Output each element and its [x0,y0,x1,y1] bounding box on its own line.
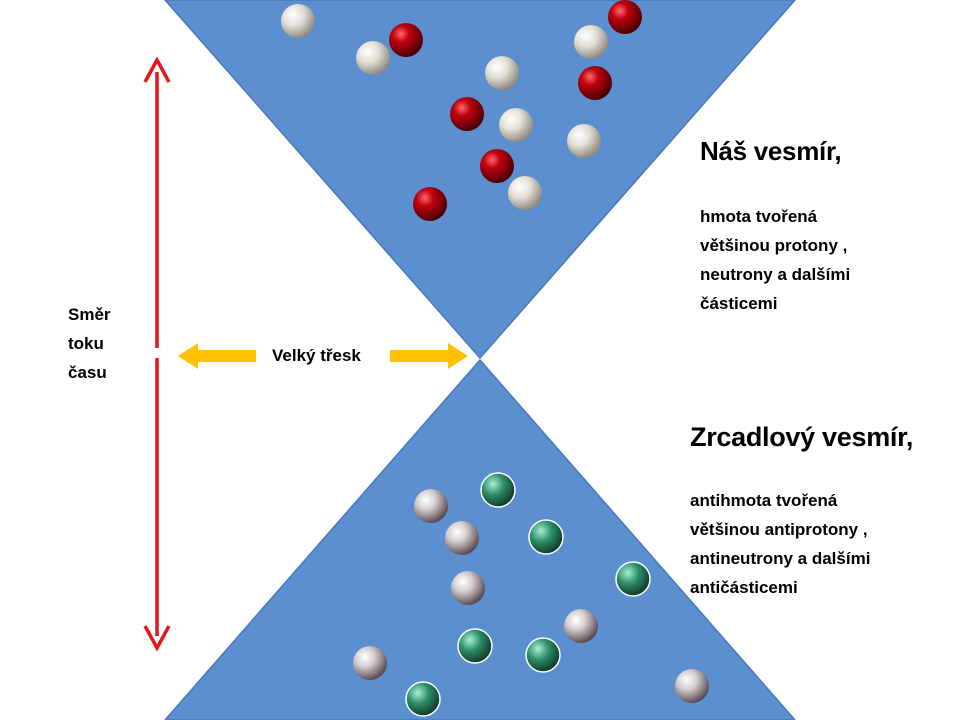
mirror-universe-description-line: antineutrony a dalšími [690,549,871,568]
antiproton-particle [675,669,709,703]
antiproton-particle [414,489,448,523]
big-bang-arrow-left [178,343,256,369]
time-direction-label: Směr toku času [68,300,148,387]
time-direction-label-line: Směr [68,305,111,324]
antineutron-particle [615,561,651,597]
mirror-universe-description-line: většinou antiprotony , [690,520,868,539]
mirror-universe-description: antihmota tvořená většinou antiprotony ,… [690,486,955,602]
antineutron-particle [457,628,493,664]
antiproton-particle [353,646,387,680]
proton-particle [450,97,484,131]
antineutron-particle [480,472,516,508]
antiproton-particle [564,609,598,643]
big-bang-label: Velký třesk [272,346,361,365]
neutron-particle [499,108,533,142]
our-universe-description-line: hmota tvořená [700,207,818,226]
neutron-particle [508,176,542,210]
proton-particle [480,149,514,183]
neutron-particle [281,4,315,38]
mirror-universe-title: Zrcadlový vesmír, [690,422,914,452]
antiproton-particle [451,571,485,605]
time-direction-arrow [143,56,171,652]
proton-particle [413,187,447,221]
antineutron-particle [525,637,561,673]
antiproton-particle [445,521,479,555]
our-universe-cone [164,0,796,360]
neutron-particle [567,124,601,158]
big-bang-arrow-right [390,343,468,369]
our-universe-title: Náš vesmír, [700,136,842,166]
proton-particle [578,66,612,100]
particle-layer [281,0,709,717]
our-universe-description-line: částicemi [700,294,778,313]
proton-particle [389,23,423,57]
antineutron-particle [528,519,564,555]
mirror-universe-description-line: antičásticemi [690,578,798,597]
our-universe-description: hmota tvořená většinou protony , neutron… [700,202,940,318]
neutron-particle [485,56,519,90]
neutron-particle [356,41,390,75]
our-universe-description-line: neutrony a dalšími [700,265,851,284]
our-universe-description-line: většinou protony , [700,236,848,255]
time-direction-label-line: času [68,363,107,382]
time-direction-label-line: toku [68,334,104,353]
neutron-particle [574,25,608,59]
mirror-universe-description-line: antihmota tvořená [690,491,838,510]
antineutron-particle [405,681,441,717]
proton-particle [608,0,642,34]
mirror-universe-cone [164,358,796,720]
